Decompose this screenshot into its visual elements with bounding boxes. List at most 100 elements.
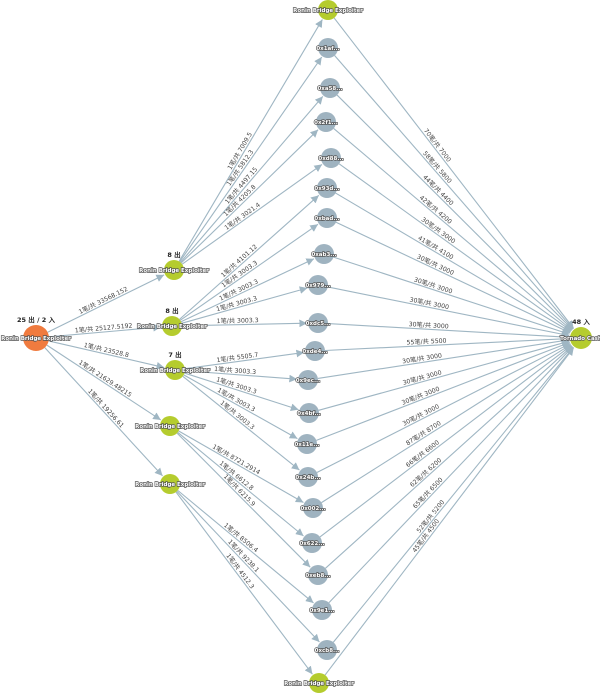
edge[interactable]: 1笔/共 9238.1: [176, 490, 320, 643]
edge[interactable]: 30笔/共 3000: [327, 320, 570, 341]
edge[interactable]: 55笔/共 5500: [324, 335, 570, 352]
edge[interactable]: 1笔/共 6215.9: [176, 432, 311, 568]
node-address[interactable]: 0xdc5...: [305, 313, 331, 333]
edge[interactable]: 1笔/共 23528.8: [48, 340, 165, 370]
node-address[interactable]: 0x002...: [300, 498, 326, 518]
edge-line[interactable]: [179, 194, 320, 320]
edge-line[interactable]: [183, 374, 298, 440]
node-address[interactable]: 0x24b...: [295, 467, 321, 487]
node-address[interactable]: 0xd88...: [318, 148, 344, 168]
edge-line[interactable]: [181, 286, 308, 324]
address-node-circle[interactable]: [308, 565, 328, 585]
exchange-node-circle[interactable]: [309, 673, 329, 693]
node-address[interactable]: 0x1af...: [316, 38, 340, 58]
edge[interactable]: 1笔/共 8506.4: [177, 489, 314, 604]
node-address[interactable]: 0x4bf...: [297, 403, 321, 423]
address-node-circle[interactable]: [317, 208, 337, 228]
edge-line[interactable]: [180, 129, 319, 264]
edge[interactable]: 41笔/共 4100: [335, 192, 571, 333]
edge[interactable]: 62笔/共 6200: [325, 345, 573, 569]
edge-line[interactable]: [333, 256, 570, 336]
edge-line[interactable]: [333, 128, 573, 331]
edge[interactable]: 30笔/共 3000: [317, 337, 570, 380]
edge[interactable]: 1笔/共 7009.5: [178, 19, 323, 262]
edge[interactable]: 70笔/共 7000: [333, 17, 575, 329]
edge[interactable]: 1笔/共 4512.3: [175, 491, 313, 675]
address-node-circle[interactable]: [303, 498, 323, 518]
edge-line[interactable]: [327, 286, 570, 338]
address-node-circle[interactable]: [308, 313, 328, 333]
address-node-circle[interactable]: [321, 148, 341, 168]
address-node-circle[interactable]: [314, 244, 334, 264]
edge-line[interactable]: [319, 344, 572, 538]
edge-line[interactable]: [335, 221, 571, 334]
edge[interactable]: 58笔/共 5800: [334, 55, 574, 330]
edge-line[interactable]: [324, 347, 575, 676]
address-node-circle[interactable]: [312, 600, 332, 620]
edge-line[interactable]: [336, 94, 573, 330]
edge[interactable]: 1笔/共 5812.3: [179, 56, 323, 263]
edge-line[interactable]: [44, 347, 163, 477]
exchange-node-circle[interactable]: [162, 316, 182, 336]
edge-line[interactable]: [48, 323, 162, 338]
edge-line[interactable]: [317, 337, 570, 380]
edge-line[interactable]: [178, 19, 323, 262]
edge-line[interactable]: [333, 17, 575, 329]
edge-line[interactable]: [180, 258, 315, 323]
node-address[interactable]: 0xcb8...: [314, 640, 340, 660]
edge[interactable]: 30笔/共 3000: [316, 342, 571, 473]
edge-line[interactable]: [178, 430, 304, 504]
edge-line[interactable]: [176, 490, 320, 643]
exchange-node-circle[interactable]: [570, 327, 592, 349]
edge-line[interactable]: [316, 342, 571, 473]
node-address[interactable]: 0x9e1...: [309, 600, 335, 620]
address-node-circle[interactable]: [316, 112, 336, 132]
node-address[interactable]: 0xa58...: [317, 78, 343, 98]
edge[interactable]: 30笔/共 3000: [338, 163, 572, 332]
address-node-circle[interactable]: [318, 38, 338, 58]
edge-line[interactable]: [176, 432, 311, 568]
edge-line[interactable]: [324, 335, 570, 352]
edge-line[interactable]: [332, 346, 574, 643]
node-address[interactable]: 0xde4...: [302, 341, 328, 361]
edge[interactable]: 1笔/共 3003.3: [181, 316, 308, 328]
edge[interactable]: 1笔/共 19256.61: [44, 347, 163, 477]
address-node-circle[interactable]: [317, 640, 337, 660]
edge[interactable]: 1笔/共 3003.3: [184, 365, 298, 383]
edge-line[interactable]: [177, 489, 314, 604]
node-address[interactable]: 0x93d...: [314, 178, 340, 198]
exchange-node-circle[interactable]: [160, 474, 180, 494]
node-address[interactable]: 0x2f1...: [313, 112, 339, 132]
edge[interactable]: 52笔/共 5200: [332, 346, 574, 643]
address-node-circle[interactable]: [308, 275, 328, 295]
edge-line[interactable]: [328, 346, 574, 604]
node-address[interactable]: 0x9ec...: [295, 370, 321, 390]
exchange-node-circle[interactable]: [165, 360, 185, 380]
edge-line[interactable]: [48, 340, 165, 370]
node-exchange[interactable]: Ronin Bridge Exploiter: [292, 0, 364, 20]
edge-line[interactable]: [181, 163, 323, 265]
address-node-circle[interactable]: [317, 178, 337, 198]
node-address[interactable]: 0xab3...: [311, 244, 337, 264]
address-node-circle[interactable]: [320, 78, 340, 98]
edge-line[interactable]: [184, 372, 299, 411]
edge-line[interactable]: [327, 323, 570, 341]
edge-line[interactable]: [175, 491, 313, 675]
edge[interactable]: 66笔/共 6600: [319, 344, 572, 538]
edge-line[interactable]: [184, 370, 298, 383]
address-node-circle[interactable]: [297, 434, 317, 454]
edge-line[interactable]: [325, 345, 573, 569]
address-node-circle[interactable]: [298, 370, 318, 390]
edge-line[interactable]: [318, 339, 570, 411]
node-exchange[interactable]: Ronin Bridge Exploiter: [134, 474, 206, 494]
edge-line[interactable]: [180, 95, 324, 263]
edge-line[interactable]: [316, 341, 571, 441]
edge-line[interactable]: [338, 163, 572, 332]
edge[interactable]: 44笔/共 4400: [336, 94, 573, 330]
edge-line[interactable]: [321, 343, 572, 504]
edge-line[interactable]: [47, 274, 165, 333]
node-address[interactable]: 0xbad...: [314, 208, 340, 228]
